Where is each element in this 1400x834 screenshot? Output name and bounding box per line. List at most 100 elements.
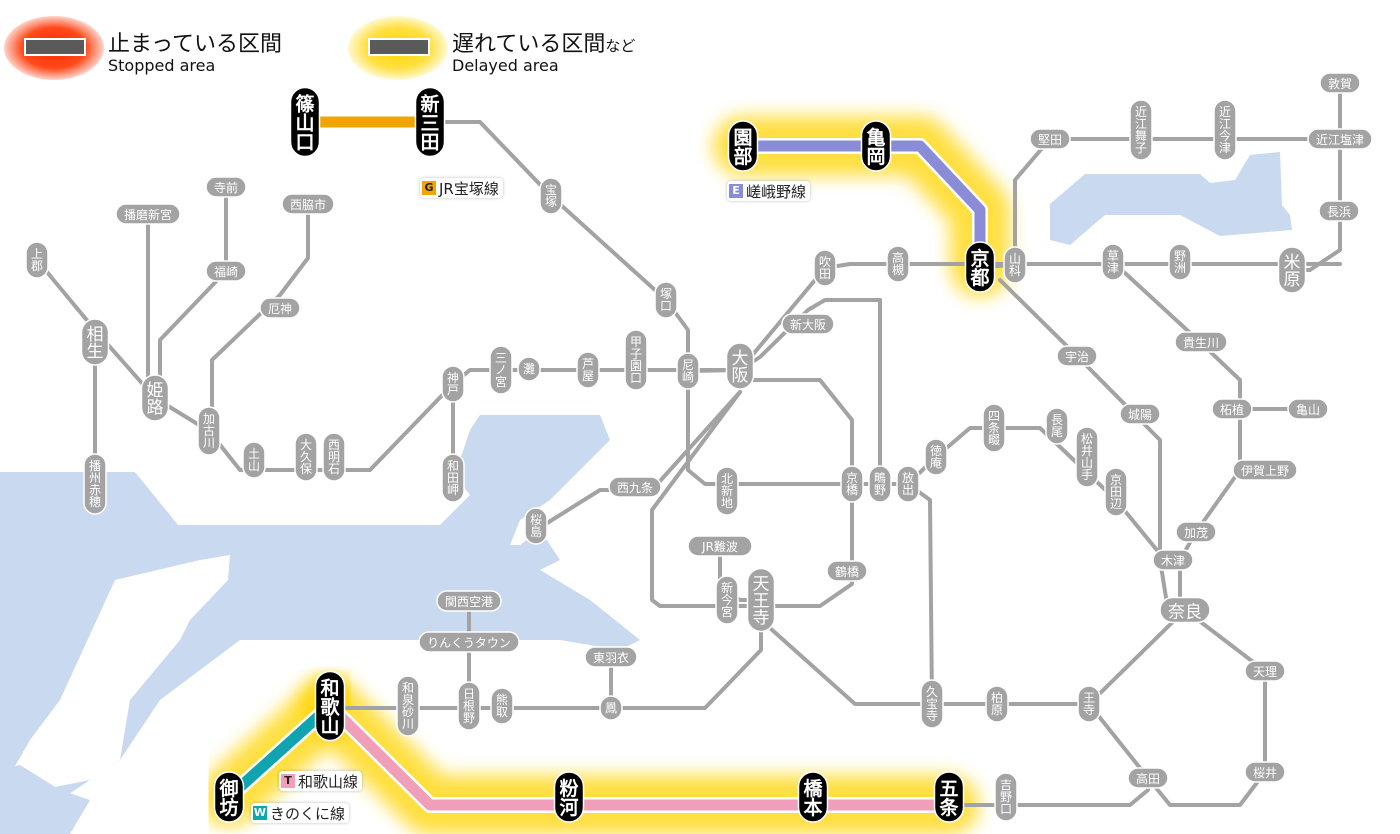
line-tag-sagano[interactable]: E 嵯峨野線 [727,181,811,201]
station[interactable]: 播磨新宮 [115,203,181,225]
station[interactable]: 加古川 [197,406,221,456]
station[interactable]: 近江塩津 [1307,128,1373,150]
station[interactable]: 神戸 [441,365,465,403]
station[interactable]: 徳庵 [924,438,948,476]
station[interactable]: 米原 [1277,246,1307,294]
station-name: 城陽 [1128,408,1152,422]
station[interactable]: 野洲 [1168,243,1192,281]
station[interactable]: 柏原 [985,685,1009,723]
station[interactable]: 関西空港 [436,590,502,612]
station[interactable]: 大久保 [294,432,318,482]
station[interactable]: 高田 [1127,767,1169,789]
station[interactable]: 亀岡 [860,120,892,172]
station[interactable]: 三ノ宮 [489,345,513,395]
station[interactable]: 東羽衣 [584,646,638,668]
station[interactable]: 尼崎 [676,352,700,390]
station[interactable]: 桜井 [1244,761,1286,783]
station[interactable]: 厄神 [259,297,301,319]
station[interactable]: 西明石 [322,432,346,482]
station-pill [140,374,170,422]
station[interactable]: 木津 [1152,549,1194,571]
line-tag-kinokuni[interactable]: W きのくに線 [251,803,350,823]
station[interactable]: 芦屋 [576,351,600,389]
station[interactable]: 園部 [727,120,759,172]
station[interactable]: 宝塚 [539,177,563,215]
station[interactable]: 亀山 [1287,398,1329,420]
delayed-line[interactable] [225,701,334,802]
station[interactable]: 上郡 [25,241,49,279]
station[interactable]: 福崎 [205,260,247,282]
station[interactable]: 高槻 [886,245,910,283]
station[interactable]: 篠山口 [289,86,321,158]
station[interactable]: 鳳 [599,695,623,721]
station[interactable]: 山科 [1003,246,1027,284]
station[interactable]: 熊取 [490,687,514,725]
station[interactable]: 土山 [242,441,266,479]
station[interactable]: 柘植 [1211,398,1253,420]
station[interactable]: 北新地 [715,466,739,516]
station-pill [1119,403,1161,425]
delayed-line[interactable] [743,140,986,267]
station-name-char: 宝 [545,183,557,197]
lake-biwa [1050,152,1292,245]
station[interactable]: 放出 [896,465,920,503]
track-segment [650,378,854,608]
station[interactable]: 四条畷 [982,403,1006,453]
station[interactable]: 天王寺 [746,567,776,633]
station[interactable]: 新今宮 [715,575,739,625]
station[interactable]: 御坊 [213,771,245,823]
station[interactable]: 貴生川 [1174,331,1228,353]
station[interactable]: 相生 [80,318,110,366]
station[interactable]: 西脇市 [281,193,335,215]
station[interactable]: 王寺 [1077,685,1101,723]
station[interactable]: 和田岬 [441,453,465,503]
station[interactable]: 橋本 [797,771,829,823]
station[interactable]: 五条 [933,771,965,823]
line-tag-takarazuka[interactable]: G JR宝塚線 [420,178,503,198]
station[interactable]: 和歌山 [314,670,346,742]
station[interactable]: 塚口 [654,281,678,319]
station[interactable]: 粉河 [553,771,585,823]
station[interactable]: 奈良 [1159,596,1211,624]
station[interactable]: 日根野 [457,681,481,731]
station[interactable]: 伊賀上野 [1232,459,1298,481]
station[interactable]: 桜島 [524,507,548,545]
station[interactable]: 鶴橋 [826,560,868,582]
station-name-char: 粉 [559,777,578,800]
station-name: 播磨新宮 [124,207,172,222]
station[interactable]: 天理 [1244,660,1286,682]
station[interactable]: 城陽 [1119,403,1161,425]
delayed-line[interactable] [326,702,949,811]
station[interactable]: JR難波 [687,535,753,557]
station[interactable]: 新三田 [414,86,446,158]
station[interactable]: 寺前 [205,176,247,198]
station[interactable]: 宇治 [1056,345,1098,367]
station[interactable]: 長浜 [1318,200,1360,222]
station[interactable]: 吉野口 [994,772,1018,822]
station[interactable]: 加茂 [1175,521,1217,543]
station[interactable]: 久宝寺 [920,679,944,729]
station-pill [25,241,49,279]
station[interactable]: 大阪 [725,342,755,390]
station[interactable]: 鴫野 [868,465,892,503]
station[interactable]: 京橋 [840,465,864,503]
station[interactable]: 西九条 [608,476,662,498]
station[interactable]: 敦賀 [1319,72,1361,94]
station[interactable]: 灘 [517,356,541,382]
station[interactable]: 長尾 [1045,407,1069,445]
station[interactable]: 草津 [1101,243,1125,281]
station[interactable]: 堅田 [1029,128,1071,150]
station[interactable]: 京都 [964,241,996,293]
line-tag-wakayama[interactable]: T 和歌山線 [279,771,363,791]
station[interactable]: 新大阪 [781,313,835,335]
station[interactable]: 京田辺 [1104,467,1128,517]
station[interactable]: 吹田 [813,249,837,287]
station[interactable]: 姫路 [140,374,170,422]
station[interactable]: りんくうタウン [418,631,520,653]
